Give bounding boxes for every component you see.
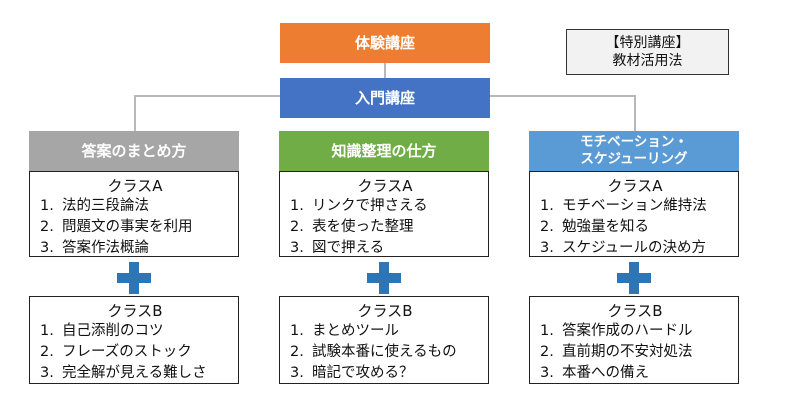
list-item: 2. 勉強量を知る [540, 217, 730, 238]
item-text: 直前期の不安対処法 [562, 344, 693, 360]
column-header-motivation: モチベーション・ スケジューリング [529, 131, 739, 171]
list-item: 3. 本番への備え [540, 363, 730, 384]
class-a-card: クラスA 1. リンクで押さえる 2. 表を使った整理 3. 図で押える [279, 171, 489, 257]
item-text: 完全解が見える難しさ [62, 365, 207, 381]
class-b-title: クラスB [107, 302, 163, 320]
item-number: 2. [540, 219, 554, 235]
column-header-label: 答案のまとめ方 [81, 141, 187, 160]
item-text: 法的三段論法 [62, 198, 149, 214]
class-b-card: クラスB 1. 自己添削のコツ 2. フレーズのストック 3. 完全解が見える難しさ [29, 296, 239, 384]
connector-right [634, 95, 636, 131]
item-number: 1. [40, 198, 54, 214]
plus-icon [117, 262, 151, 294]
item-number: 1. [540, 323, 554, 339]
item-text: 本番への備え [562, 365, 649, 381]
list-item: 1. モチベーション維持法 [540, 196, 730, 217]
class-a-card: クラスA 1. 法的三段論法 2. 問題文の事実を利用 3. 答案作法概論 [29, 171, 239, 257]
intro-course-box: 入門講座 [280, 78, 490, 118]
item-text: 問題文の事実を利用 [62, 219, 193, 235]
connector-trial-intro [384, 63, 386, 78]
item-number: 3. [540, 240, 554, 256]
plus-icon [617, 262, 651, 294]
class-b-card: クラスB 1. 答案作成のハードル 2. 直前期の不安対処法 3. 本番への備え [529, 296, 739, 384]
trial-course-label: 体験講座 [354, 33, 415, 52]
list-item: 3. スケジュールの決め方 [540, 238, 730, 259]
item-text: 表を使った整理 [312, 219, 414, 235]
item-number: 1. [290, 198, 304, 214]
special-course-box: 【特別講座】 教材活用法 [566, 29, 729, 75]
item-number: 3. [40, 240, 54, 256]
list-item: 3. 暗記で攻める？ [290, 363, 480, 384]
item-text: 暗記で攻める？ [312, 365, 414, 381]
item-number: 3. [40, 365, 54, 381]
item-number: 2. [540, 344, 554, 360]
item-number: 2. [290, 219, 304, 235]
column-header-knowledge: 知識整理の仕方 [279, 131, 489, 171]
plus-icon [367, 262, 401, 294]
list-item: 1. 法的三段論法 [40, 196, 230, 217]
item-text: モチベーション維持法 [562, 198, 707, 214]
class-b-title: クラスB [607, 302, 663, 320]
item-text: リンクで押さえる [312, 198, 428, 214]
class-a-title: クラスA [607, 177, 663, 195]
class-a-title: クラスA [357, 177, 413, 195]
class-b-title: クラスB [357, 302, 413, 320]
item-text: 試験本番に使えるもの [312, 344, 457, 360]
special-course-subtitle: 教材活用法 [612, 53, 683, 69]
intro-course-label: 入門講座 [354, 88, 415, 107]
list-item: 2. 直前期の不安対処法 [540, 342, 730, 363]
item-number: 3. [540, 365, 554, 381]
trial-course-box: 体験講座 [280, 23, 490, 63]
list-item: 2. 問題文の事実を利用 [40, 217, 230, 238]
list-item: 1. リンクで押さえる [290, 196, 480, 217]
class-a-card: クラスA 1. モチベーション維持法 2. 勉強量を知る 3. スケジュールの決め方 [529, 171, 739, 257]
item-text: 答案作成のハードル [562, 323, 693, 339]
list-item: 1. まとめツール [290, 321, 480, 342]
class-b-card: クラスB 1. まとめツール 2. 試験本番に使えるもの 3. 暗記で攻める？ [279, 296, 489, 384]
item-text: 勉強量を知る [562, 219, 649, 235]
list-item: 3. 図で押える [290, 238, 480, 259]
list-item: 1. 自己添削のコツ [40, 321, 230, 342]
list-item: 3. 答案作法概論 [40, 238, 230, 259]
item-text: まとめツール [312, 323, 399, 339]
special-course-title: 【特別講座】 [605, 34, 690, 51]
item-text: フレーズのストック [62, 344, 192, 360]
column-header-answer-writing: 答案のまとめ方 [29, 131, 239, 171]
item-number: 1. [540, 198, 554, 214]
column-header-label-line1: モチベーション・ [580, 134, 688, 151]
item-text: 図で押える [312, 240, 385, 256]
list-item: 3. 完全解が見える難しさ [40, 363, 230, 384]
item-number: 2. [40, 219, 54, 235]
column-header-label-line2: スケジューリング [580, 151, 688, 167]
item-number: 2. [40, 344, 54, 360]
item-number: 1. [290, 323, 304, 339]
column-header-label: 知識整理の仕方 [331, 141, 437, 160]
list-item: 2. 表を使った整理 [290, 217, 480, 238]
class-a-title: クラスA [107, 177, 163, 195]
item-number: 3. [290, 240, 304, 256]
connector-left [134, 95, 136, 131]
item-text: 自己添削のコツ [62, 323, 164, 339]
item-text: 答案作法概論 [62, 240, 149, 256]
list-item: 2. フレーズのストック [40, 342, 230, 363]
item-text: スケジュールの決め方 [562, 240, 706, 256]
item-number: 1. [40, 323, 54, 339]
list-item: 2. 試験本番に使えるもの [290, 342, 480, 363]
item-number: 2. [290, 344, 304, 360]
list-item: 1. 答案作成のハードル [540, 321, 730, 342]
item-number: 3. [290, 365, 304, 381]
